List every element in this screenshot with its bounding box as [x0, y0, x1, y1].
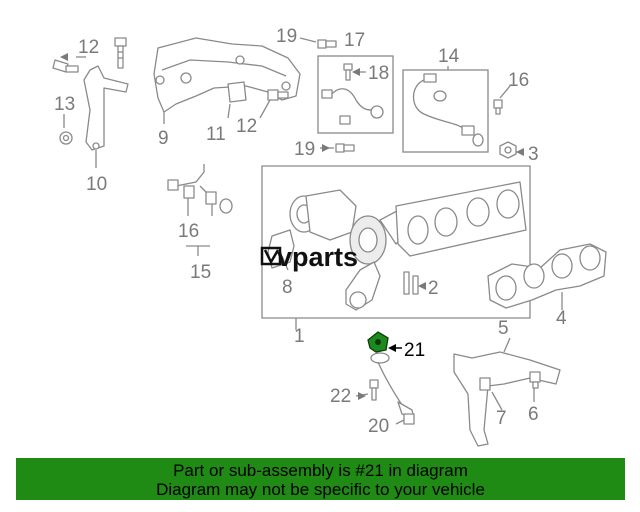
- oil-line-17: [321, 63, 384, 125]
- callout-19-top: 19: [276, 26, 297, 47]
- bracket-10: [83, 65, 129, 151]
- part-21-highlighted: [367, 331, 389, 353]
- watermark-text: vparts: [277, 242, 358, 272]
- oil-pipe-15: [167, 164, 233, 256]
- coolant-pipe-14: [412, 73, 484, 147]
- box-17: [317, 55, 394, 134]
- callout-16-right: 16: [508, 70, 529, 91]
- callout-2: 2: [428, 278, 439, 299]
- callout-13: 13: [54, 94, 75, 115]
- bolt-left: [52, 59, 79, 73]
- banner-line-2: Diagram may not be specific to your vehi…: [156, 480, 485, 499]
- callout-4: 4: [556, 308, 567, 329]
- callout-19-mid: 19: [294, 139, 315, 160]
- callout-3: 3: [528, 144, 539, 165]
- banner-line-1: Part or sub-assembly is #21 in diagram: [173, 461, 468, 480]
- callout-15: 15: [190, 262, 211, 283]
- oil-return-pipe-20: [377, 361, 415, 425]
- callout-6: 6: [528, 404, 539, 425]
- callout-21: 21: [404, 340, 425, 361]
- callout-12-mid: 12: [236, 116, 257, 137]
- callout-14: 14: [438, 46, 460, 67]
- washer-13: [59, 131, 73, 145]
- bolt-12-top: [114, 37, 127, 69]
- callout-18: 18: [368, 63, 389, 84]
- callout-10: 10: [86, 174, 107, 195]
- heat-shield-9: [153, 37, 301, 113]
- bolt-16-right: [493, 99, 503, 115]
- callout-12-top: 12: [78, 37, 99, 58]
- info-banner: Part or sub-assembly is #21 in diagram D…: [16, 458, 625, 500]
- callout-5: 5: [498, 318, 509, 339]
- bolt-22: [369, 379, 379, 401]
- nut-3: [499, 141, 517, 159]
- callout-8: 8: [282, 277, 293, 298]
- callout-17: 17: [344, 30, 365, 51]
- bolt-6: [529, 371, 541, 389]
- gasket-4: [487, 243, 607, 309]
- stud-2: [403, 271, 419, 295]
- box-1: [261, 165, 531, 319]
- callout-16-left: 16: [178, 221, 199, 242]
- bolt-19-top: [317, 39, 337, 49]
- turbocharger-1: [289, 181, 527, 311]
- callout-22: 22: [330, 386, 351, 407]
- bracket-5: [453, 351, 561, 447]
- bolt-19-mid: [335, 143, 355, 153]
- callout-1: 1: [294, 326, 305, 347]
- callout-9: 9: [158, 128, 169, 149]
- vparts-logo: vparts: [260, 242, 358, 272]
- callout-20: 20: [368, 416, 389, 437]
- callout-7: 7: [496, 408, 507, 429]
- bolt-12-mid: [267, 89, 289, 101]
- box-14: [402, 69, 489, 153]
- leader-lines: [60, 37, 563, 425]
- callout-11: 11: [206, 124, 226, 145]
- gasket-11: [227, 81, 247, 103]
- callout-labels: 12 13 10 9 11 12 19 17 18 14 16 3 19 16 …: [54, 26, 567, 437]
- diagram-canvas: vparts 12 13 10 9 11 12 19 17 18 14 16 3…: [52, 26, 607, 447]
